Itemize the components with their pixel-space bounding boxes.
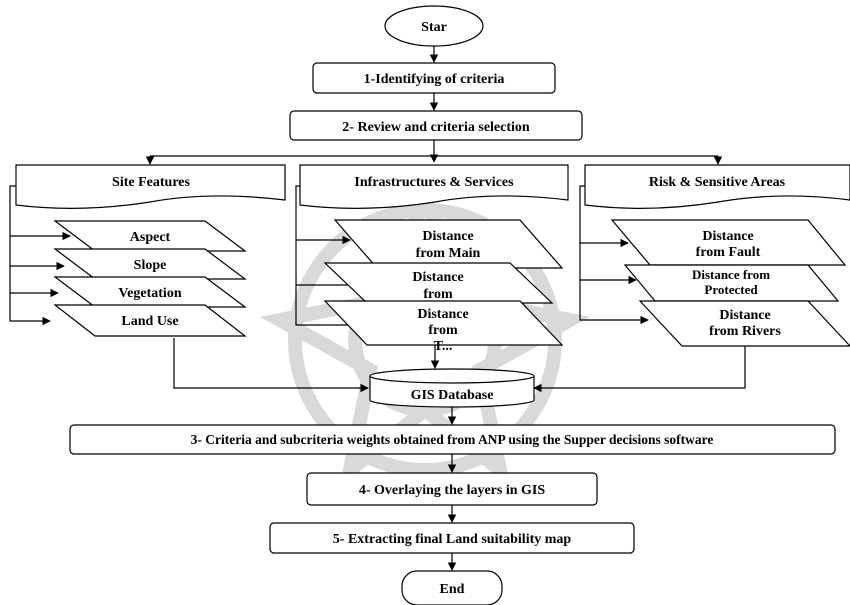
criterion-label: Distance [702, 229, 753, 244]
criterion-label: from [423, 287, 453, 302]
step1-label: 1-Identifying of criteria [364, 72, 505, 87]
criterion-label: Distance [412, 270, 463, 285]
criterion-label: from [428, 323, 458, 338]
group-header-risk-areas: Risk & Sensitive Areas [584, 164, 850, 209]
criterion-distance-t: Distance from T... [323, 300, 564, 354]
criterion-distance-rivers: Distance from Rivers [638, 300, 850, 347]
step3-box: 3- Criteria and subcriteria weights obta… [69, 424, 836, 455]
start-label: Star [421, 20, 447, 35]
step2-label: 2- Review and criteria selection [342, 120, 530, 135]
group-title-risk-areas: Risk & Sensitive Areas [649, 175, 786, 190]
criterion-vegetation: Vegetation [53, 276, 247, 308]
criterion-label: T... [434, 339, 453, 354]
criterion-label: Vegetation [118, 286, 181, 301]
criterion-label: from Main [416, 246, 481, 261]
criterion-label: Distance [719, 308, 770, 323]
gis-database-label: GIS Database [411, 388, 494, 403]
criterion-label: Aspect [130, 230, 171, 245]
end-terminal: End [401, 570, 503, 605]
criterion-label: Distance [422, 229, 473, 244]
step2-box: 2- Review and criteria selection [289, 110, 583, 141]
group-header-site-features: Site Features [15, 164, 286, 209]
criterion-distance-main: Distance from Main [333, 219, 564, 269]
step5-box: 5- Extracting final Land suitability map [269, 522, 635, 554]
criterion-land-use: Land Use [53, 304, 247, 337]
step4-box: 4- Overlaying the layers in GIS [306, 472, 598, 506]
step5-label: 5- Extracting final Land suitability map [333, 532, 572, 547]
gis-database-cylinder: GIS Database [369, 368, 535, 408]
criterion-distance-protected: Distance from Protected [623, 264, 840, 302]
criterion-label: from Fault [696, 245, 761, 260]
criterion-label: Land Use [121, 314, 178, 329]
step1-box: 1-Identifying of criteria [312, 62, 556, 94]
criterion-aspect: Aspect [53, 220, 247, 252]
criterion-distance-from: Distance from [323, 262, 554, 304]
group-title-site-features: Site Features [112, 175, 190, 190]
start-terminal: Star [384, 5, 484, 47]
group-header-infrastructures: Infrastructures & Services [299, 164, 569, 209]
step4-label: 4- Overlaying the layers in GIS [359, 483, 545, 498]
criterion-label: Distance [417, 307, 468, 322]
group-title-infrastructures: Infrastructures & Services [354, 175, 514, 190]
criterion-label: from Rivers [709, 324, 781, 339]
criterion-slope: Slope [53, 248, 247, 280]
end-label: End [440, 582, 465, 597]
criterion-label: Protected [704, 282, 758, 297]
connector-lines [9, 46, 746, 571]
step3-label: 3- Criteria and subcriteria weights obta… [191, 432, 714, 447]
criterion-distance-fault: Distance from Fault [610, 219, 847, 266]
criterion-label: Distance from [692, 267, 770, 282]
criterion-label: Slope [134, 258, 167, 273]
